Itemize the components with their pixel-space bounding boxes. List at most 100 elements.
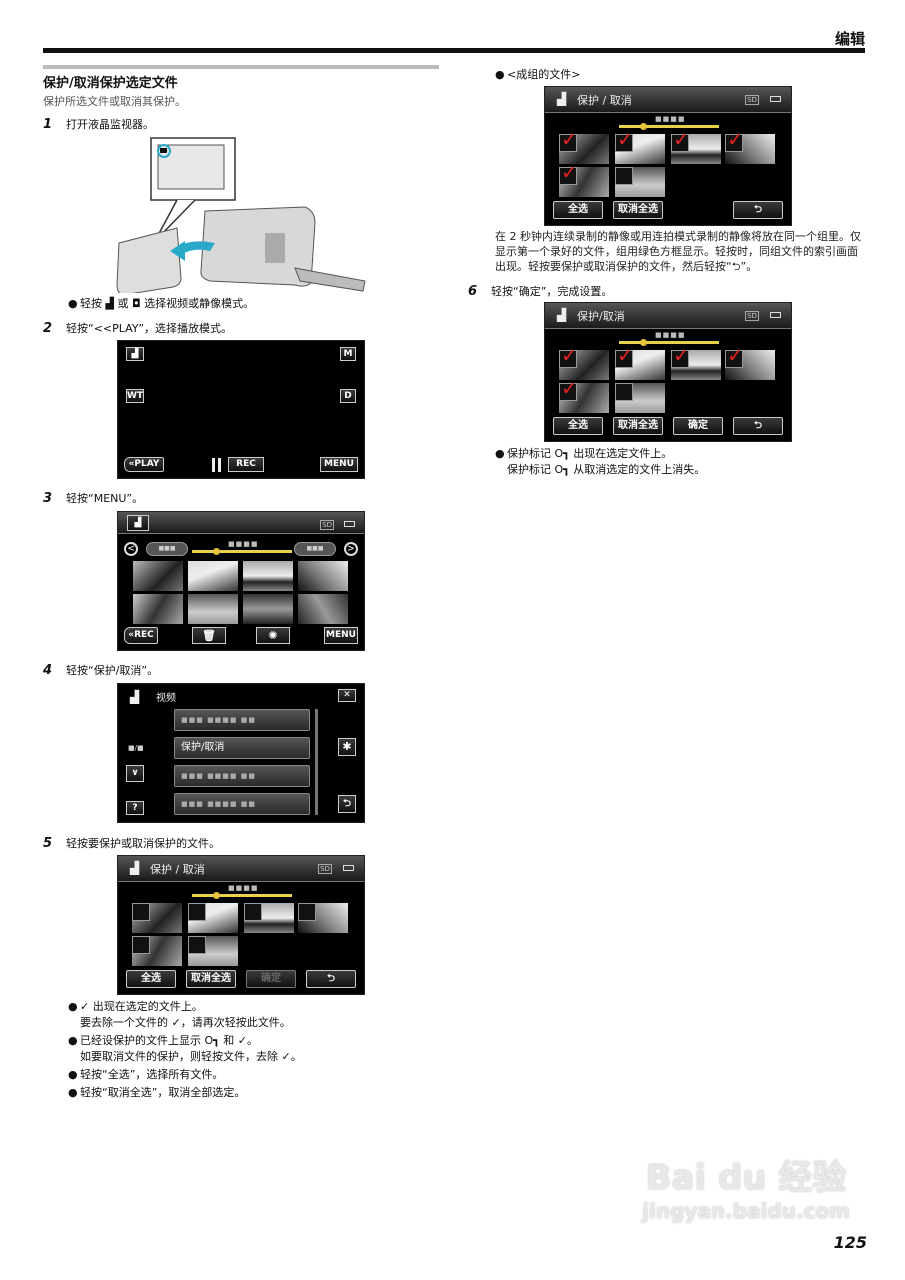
date-slider[interactable]: [192, 550, 292, 553]
thumbnail[interactable]: ✓: [559, 383, 609, 413]
deselect-all-button[interactable]: 取消全选: [613, 417, 663, 435]
thumbnail[interactable]: ✓: [559, 167, 609, 197]
back-button[interactable]: ⮌: [733, 201, 783, 219]
prev-date-pill[interactable]: ■■■: [146, 542, 188, 556]
menu-button[interactable]: MENU: [320, 457, 358, 472]
thumbnail[interactable]: [133, 561, 183, 591]
thumbnail[interactable]: [298, 903, 348, 933]
select-all-button[interactable]: 全选: [553, 201, 603, 219]
manual-button[interactable]: M: [340, 347, 356, 361]
checkbox[interactable]: [188, 936, 206, 954]
slider-knob[interactable]: [213, 548, 220, 555]
thumbnail[interactable]: ✓: [725, 350, 775, 380]
thumbnail[interactable]: [615, 383, 665, 413]
thumbnail[interactable]: ✓: [559, 350, 609, 380]
delete-button[interactable]: 🗑: [192, 627, 226, 644]
thumbnail[interactable]: ✓: [559, 134, 609, 164]
date-slider[interactable]: [619, 125, 719, 128]
checkbox-checked[interactable]: ✓: [559, 167, 578, 185]
thumbnail[interactable]: ✓: [725, 134, 775, 164]
settings-button[interactable]: ✱: [338, 738, 356, 756]
menu-item-protect[interactable]: 保护/取消: [174, 737, 310, 759]
checkbox[interactable]: [244, 903, 262, 921]
back-button[interactable]: ⮌: [733, 417, 783, 435]
deselect-all-button[interactable]: 取消全选: [613, 201, 663, 219]
close-button[interactable]: ✕: [338, 689, 356, 702]
thumbnail[interactable]: [132, 936, 182, 966]
checkbox[interactable]: [298, 903, 316, 921]
checkbox[interactable]: [615, 167, 633, 185]
slider-knob[interactable]: [640, 339, 647, 346]
slider-knob[interactable]: [213, 892, 220, 899]
screen-protect-group: ▟ 保护 / 取消 SD ■■■■ ✓ ✓ ✓ ✓ ✓ 全选 取消全选 ⮌: [544, 86, 792, 226]
checkbox[interactable]: [615, 383, 633, 401]
checkbox-checked[interactable]: ✓: [725, 350, 744, 368]
checkbox-checked[interactable]: ✓: [559, 134, 578, 152]
play-button[interactable]: «PLAY: [124, 457, 164, 472]
checkbox[interactable]: [132, 903, 150, 921]
thumbnail[interactable]: [188, 594, 238, 624]
back-button[interactable]: ⮌: [306, 970, 356, 988]
thumbnail[interactable]: [188, 936, 238, 966]
menu-button[interactable]: MENU: [324, 627, 358, 644]
checkbox-checked[interactable]: ✓: [559, 383, 578, 401]
scrollbar[interactable]: [315, 709, 318, 815]
deselect-all-button[interactable]: 取消全选: [186, 970, 236, 988]
back-button[interactable]: ⮌: [338, 795, 356, 813]
select-all-button[interactable]: 全选: [126, 970, 176, 988]
confirm-button[interactable]: 确定: [673, 417, 723, 435]
gear-icon: ✱: [342, 740, 352, 753]
thumbnail[interactable]: [243, 561, 293, 591]
zoom-wt-button[interactable]: WT: [126, 389, 144, 403]
prev-page-icon[interactable]: <: [124, 542, 138, 556]
thumbnail[interactable]: [298, 561, 348, 591]
checkbox-checked[interactable]: ✓: [615, 350, 634, 368]
note-item: ●保护标记 O┓ 出现在选定文件上。: [495, 447, 673, 460]
select-all-button[interactable]: 全选: [553, 417, 603, 435]
scroll-down-button[interactable]: ∨: [126, 765, 144, 782]
mode-video-button[interactable]: ▟: [127, 515, 149, 531]
thumbnail[interactable]: [133, 594, 183, 624]
screen-protect-select: ▟ 保护 / 取消 SD ■■■■ 全选 取消全选 确定 ⮌: [117, 855, 365, 995]
display-button[interactable]: D: [340, 389, 356, 403]
menu-item[interactable]: ■■■ ■■■■ ■■: [174, 709, 310, 731]
step-text: 打开液晶监视器。: [66, 118, 154, 131]
menu-item[interactable]: ■■■ ■■■■ ■■: [174, 793, 310, 815]
thumbnail[interactable]: [615, 167, 665, 197]
thumbnail[interactable]: [132, 903, 182, 933]
checkbox-checked[interactable]: ✓: [615, 134, 634, 152]
rec-mode-button[interactable]: «REC: [124, 627, 158, 644]
step-number: 3: [43, 491, 53, 506]
camera-mode-button[interactable]: ▟: [126, 347, 144, 361]
effect-button[interactable]: ✺: [256, 627, 290, 644]
rec-button[interactable]: REC: [228, 457, 264, 472]
thumbnail[interactable]: ✓: [671, 350, 721, 380]
checkbox[interactable]: [132, 936, 150, 954]
thumbnail[interactable]: [244, 903, 294, 933]
confirm-button[interactable]: 确定: [246, 970, 296, 988]
date-slider[interactable]: [192, 894, 292, 897]
menu-item[interactable]: ■■■ ■■■■ ■■: [174, 765, 310, 787]
checkbox-checked[interactable]: ✓: [559, 350, 578, 368]
date-slider[interactable]: [619, 341, 719, 344]
next-page-icon[interactable]: >: [344, 542, 358, 556]
thumbnail[interactable]: ✓: [615, 134, 665, 164]
thumbnail[interactable]: [188, 561, 238, 591]
checkbox-checked[interactable]: ✓: [725, 134, 744, 152]
help-button[interactable]: ?: [126, 801, 144, 815]
slider-knob[interactable]: [640, 123, 647, 130]
thumbnail[interactable]: [243, 594, 293, 624]
checkbox[interactable]: [188, 903, 206, 921]
checkbox-checked[interactable]: ✓: [671, 134, 690, 152]
thumbnail[interactable]: ✓: [671, 134, 721, 164]
next-date-pill[interactable]: ■■■: [294, 542, 336, 556]
step-text: 轻按“确定”，完成设置。: [491, 285, 613, 298]
thumbnail[interactable]: [298, 594, 348, 624]
checkbox-checked[interactable]: ✓: [671, 350, 690, 368]
video-mode-icon: ▟: [105, 297, 114, 310]
screen-header: [545, 87, 791, 113]
trash-icon: 🗑: [202, 629, 216, 642]
thumbnail[interactable]: ✓: [615, 350, 665, 380]
thumbnail[interactable]: [188, 903, 238, 933]
step-number: 5: [43, 836, 53, 851]
